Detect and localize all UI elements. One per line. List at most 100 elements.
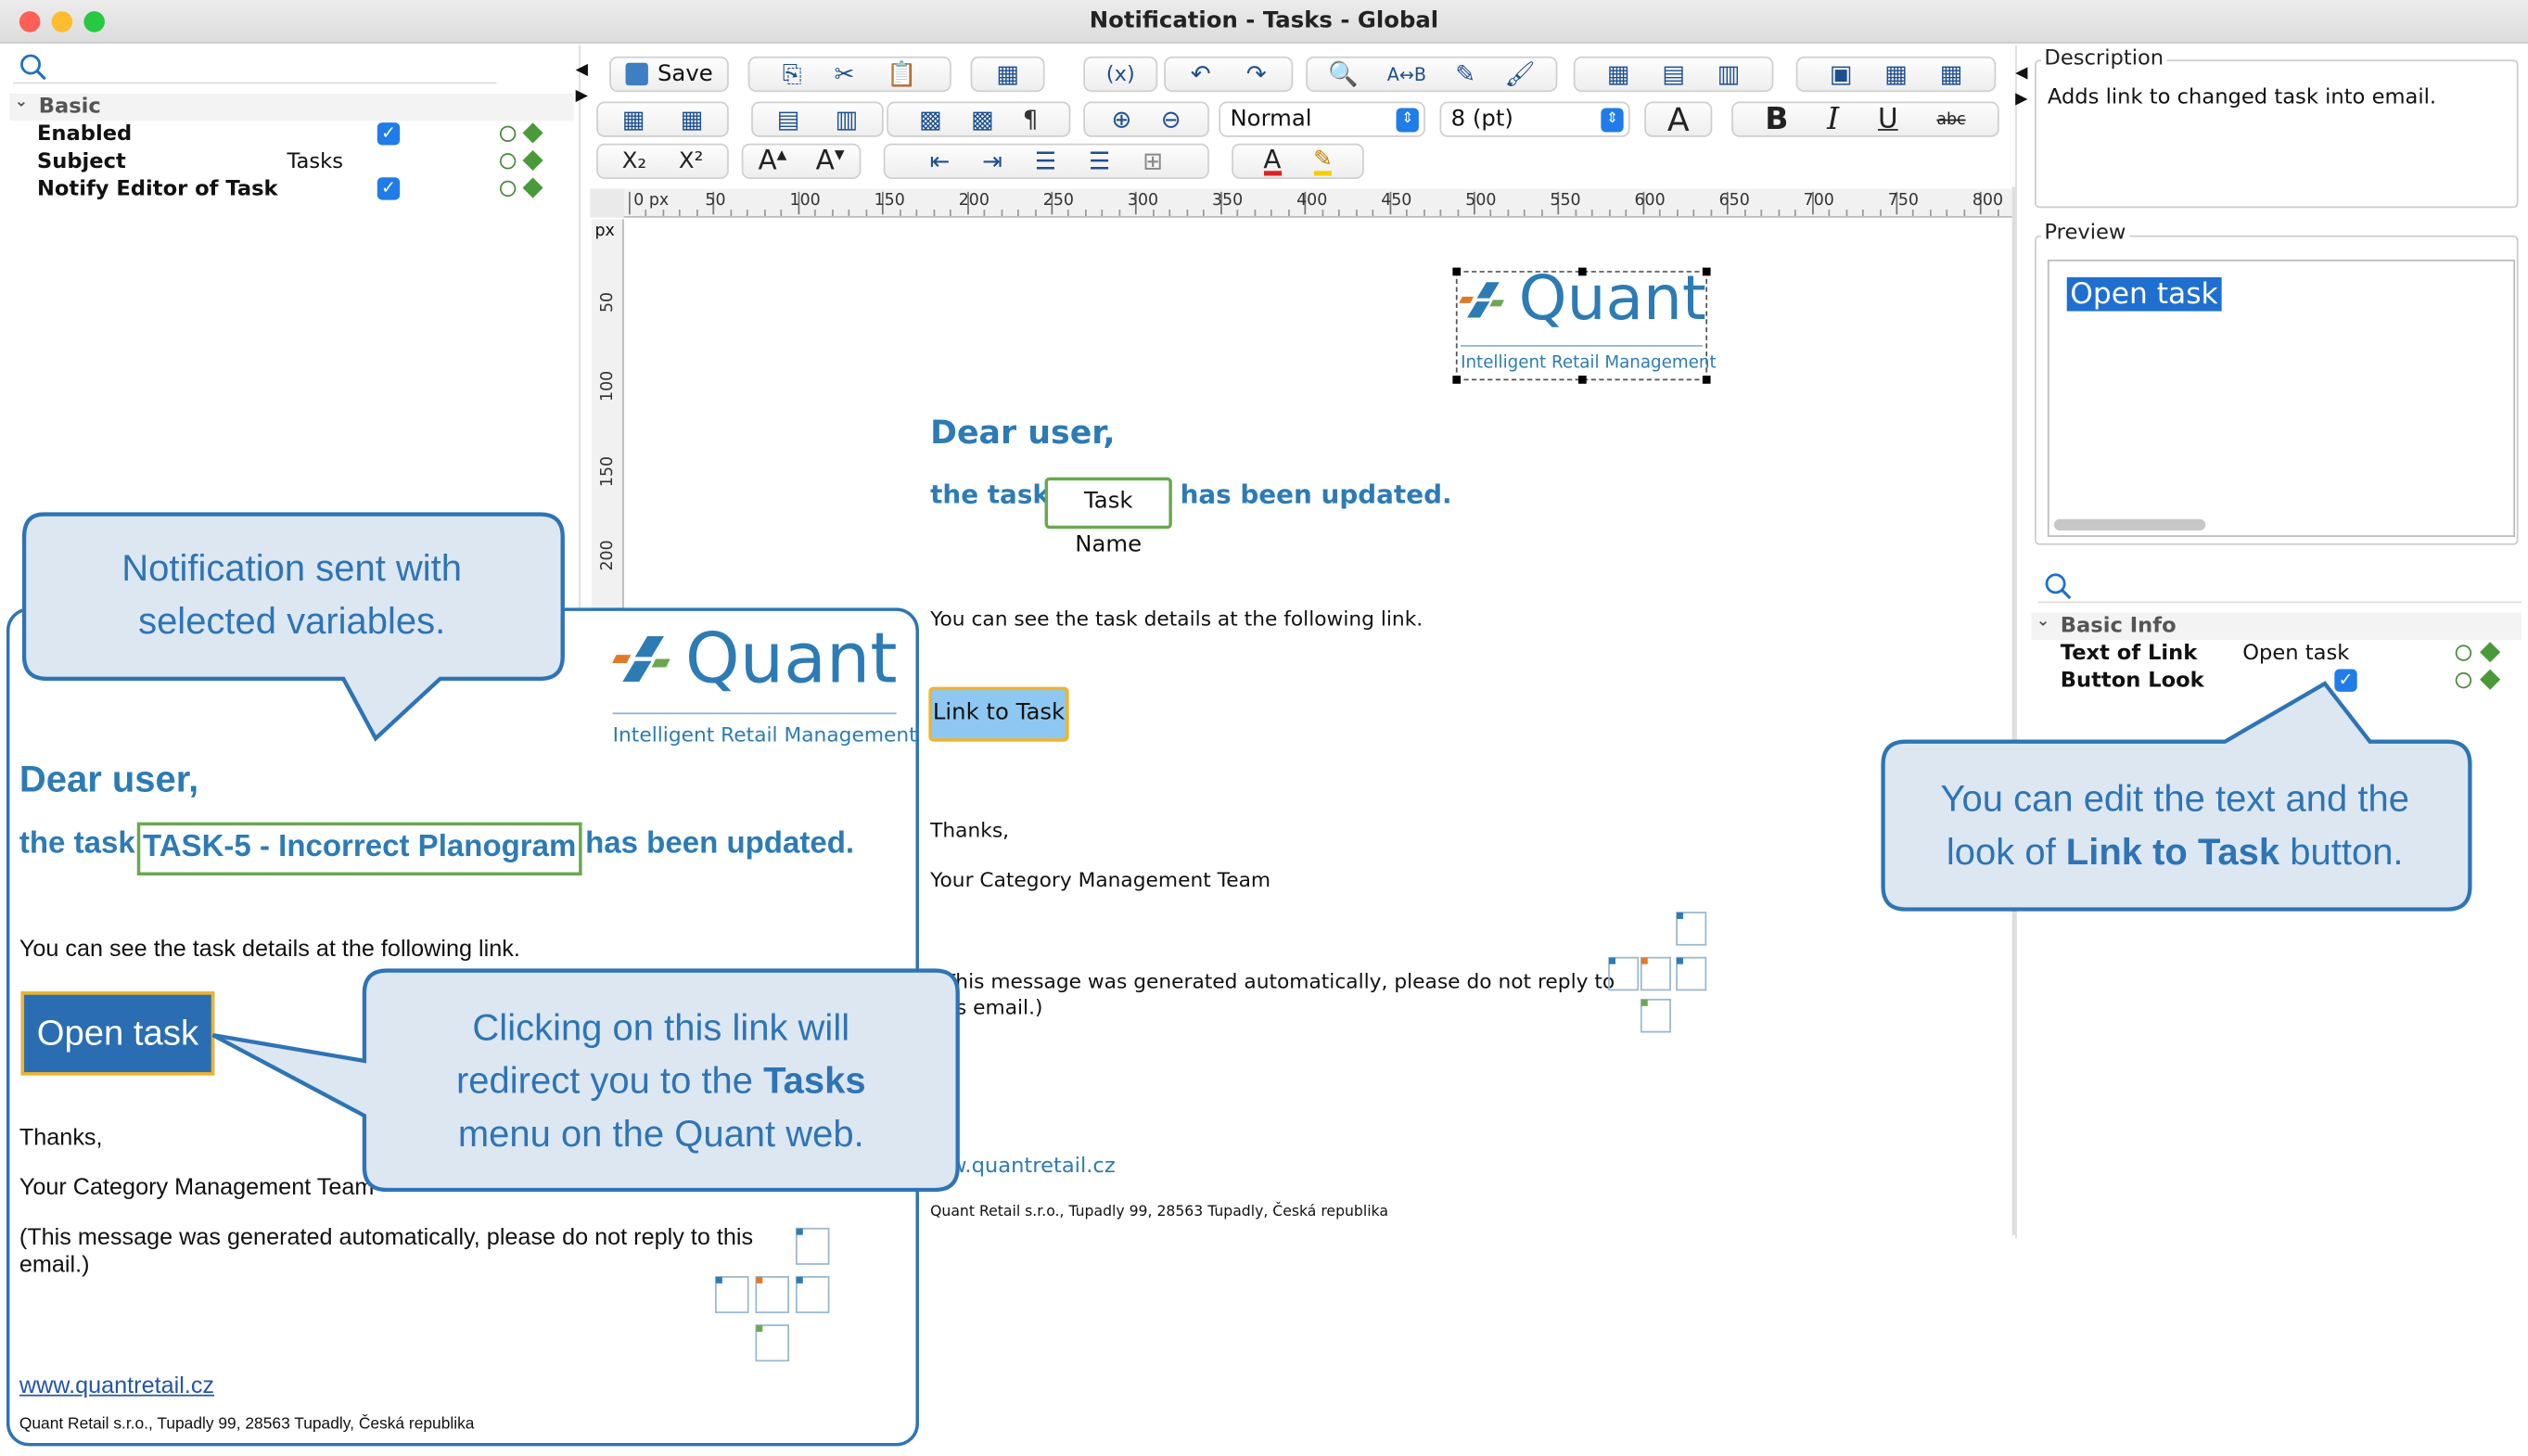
cut-icon[interactable]: ✂: [834, 59, 855, 89]
minimize-window-button[interactable]: [51, 11, 73, 32]
decrease-font-icon[interactable]: A▼: [815, 145, 845, 178]
ruler-corner: [590, 188, 624, 218]
expand-left-icon[interactable]: ▶: [575, 86, 589, 106]
copy-icon[interactable]: ⎘: [782, 59, 802, 89]
zoom-window-button[interactable]: [83, 11, 106, 32]
italic-icon[interactable]: I: [1827, 101, 1840, 137]
insert-column-left-icon[interactable]: ▤: [776, 105, 800, 134]
edit-icon[interactable]: [522, 122, 543, 144]
collapse-right-icon[interactable]: ◀: [2015, 64, 2028, 83]
underline-icon[interactable]: U: [1877, 103, 1898, 136]
table-grid-icon[interactable]: ⊞: [1143, 147, 1164, 176]
replace-icon[interactable]: A↔B: [1386, 63, 1427, 85]
ruler-unit: px: [594, 222, 615, 241]
right-search-input[interactable]: [2037, 570, 2522, 604]
format-painter-icon[interactable]: 🖌: [1504, 59, 1536, 89]
table-icon[interactable]: ▦: [1606, 59, 1630, 89]
editor-logo-image[interactable]: Quant Intelligent Retail Management: [1452, 262, 1717, 384]
table-column-icon[interactable]: ▥: [1717, 59, 1741, 89]
edit-icon[interactable]: [2480, 642, 2501, 663]
reset-icon[interactable]: [2455, 671, 2472, 689]
button-look-checkbox[interactable]: ✓: [2334, 669, 2357, 692]
email-greeting: Dear user,: [19, 758, 199, 800]
text-of-link-value[interactable]: Open task: [2242, 641, 2350, 667]
strikethrough-icon[interactable]: abc: [1936, 110, 1966, 129]
reset-icon[interactable]: [499, 125, 517, 142]
font-icon: A: [1666, 99, 1690, 139]
font-color-icon[interactable]: A: [1263, 142, 1282, 175]
preview-scrollbar[interactable]: [2053, 518, 2206, 530]
insert-variable-button[interactable]: (x): [1083, 56, 1158, 93]
right-group-header[interactable]: ⌄ Basic Info: [2031, 612, 2522, 641]
superscript-icon[interactable]: X²: [678, 147, 704, 174]
cell-border-icon[interactable]: ▩: [970, 105, 994, 134]
email-url-link[interactable]: www.quantretail.cz: [19, 1373, 215, 1400]
notify-editor-checkbox[interactable]: ✓: [377, 177, 401, 200]
subscript-icon[interactable]: X₂: [621, 147, 647, 174]
edit-icon[interactable]: [522, 149, 543, 172]
left-group-header[interactable]: ⌄ Basic: [9, 93, 574, 121]
table-split-icon[interactable]: ▦: [1884, 59, 1908, 89]
email-task-value: TASK-5 - Incorrect Planogram: [136, 822, 582, 876]
chevron-down-icon: ⌄: [14, 93, 29, 111]
outdent-icon[interactable]: ⇤: [929, 147, 951, 176]
zoom-out-icon[interactable]: ⊖: [1160, 105, 1181, 134]
resize-handle[interactable]: [1702, 267, 1711, 276]
save-button[interactable]: Save: [609, 56, 729, 93]
close-window-button[interactable]: [19, 11, 41, 32]
undo-icon[interactable]: ↶: [1190, 59, 1211, 89]
resize-handle[interactable]: [1577, 376, 1587, 384]
insert-column-right-icon[interactable]: ▥: [835, 105, 859, 134]
paragraph-style-select[interactable]: Normal ⇕: [1219, 101, 1425, 137]
preview-open-task-button[interactable]: Open task: [2066, 277, 2222, 312]
zoom-in-icon[interactable]: ⊕: [1111, 105, 1132, 134]
edit-icon[interactable]: [522, 177, 543, 198]
paste-icon[interactable]: 📋: [887, 59, 917, 89]
email-open-task-button[interactable]: Open task: [20, 991, 215, 1076]
ruler-tick: [1980, 191, 1983, 215]
reset-icon[interactable]: [499, 180, 517, 198]
insert-row-above-icon[interactable]: ▦: [621, 105, 645, 134]
bullet-list-icon[interactable]: ☰: [1088, 147, 1111, 176]
resize-handle[interactable]: [1452, 376, 1462, 384]
cell-color-icon[interactable]: ▩: [918, 105, 942, 134]
left-search-input[interactable]: [12, 51, 497, 84]
ruler-minor-tick: [848, 210, 850, 216]
find-icon[interactable]: 🔍: [1327, 59, 1359, 89]
reset-icon[interactable]: [499, 153, 517, 170]
resize-handle[interactable]: [1577, 267, 1587, 276]
subject-value[interactable]: Tasks: [287, 149, 344, 174]
edit-link-icon[interactable]: ✎: [1455, 59, 1476, 89]
indent-icon[interactable]: ⇥: [982, 147, 1003, 176]
quant-logo-icon: [612, 635, 670, 683]
editor-url-link[interactable]: w.quantretail.cz: [949, 1154, 1116, 1179]
resize-handle[interactable]: [1452, 267, 1462, 276]
bold-icon[interactable]: B: [1765, 101, 1789, 137]
enabled-checkbox[interactable]: ✓: [377, 122, 401, 146]
quant-logo-icon: [1459, 282, 1505, 318]
font-size-select[interactable]: 8 (pt) ⇕: [1439, 101, 1630, 137]
edit-icon[interactable]: [2480, 669, 2501, 690]
task-name-variable[interactable]: Task Name: [1044, 477, 1172, 558]
table-row-icon[interactable]: ▤: [1662, 59, 1685, 89]
insert-row-below-icon[interactable]: ▦: [680, 105, 704, 134]
highlight-icon[interactable]: ✎: [1313, 147, 1333, 175]
resize-handle[interactable]: [1702, 376, 1711, 384]
redo-icon[interactable]: ↷: [1245, 59, 1267, 89]
edit-callout: You can edit the text and the look of Li…: [1940, 776, 2409, 873]
collapse-left-icon[interactable]: ◀: [575, 61, 589, 80]
increase-font-icon[interactable]: A▲: [758, 145, 787, 178]
editor-greeting: Dear user,: [930, 413, 1116, 452]
pilcrow-icon[interactable]: ¶: [1022, 105, 1039, 134]
table-delete-icon[interactable]: ▦: [1939, 59, 1963, 89]
link-to-task-button[interactable]: Link to Task: [928, 686, 1069, 742]
ruler-minor-tick: [1777, 210, 1780, 216]
table-merge-icon[interactable]: ▣: [1829, 59, 1853, 89]
numbered-list-icon[interactable]: ☰: [1034, 147, 1057, 176]
ruler-minor-tick: [899, 210, 901, 216]
insert-table-button[interactable]: ▦: [970, 56, 1045, 93]
font-button[interactable]: A: [1644, 99, 1713, 139]
expand-right-icon[interactable]: ▶: [2015, 90, 2028, 109]
reset-icon[interactable]: [2455, 645, 2472, 661]
